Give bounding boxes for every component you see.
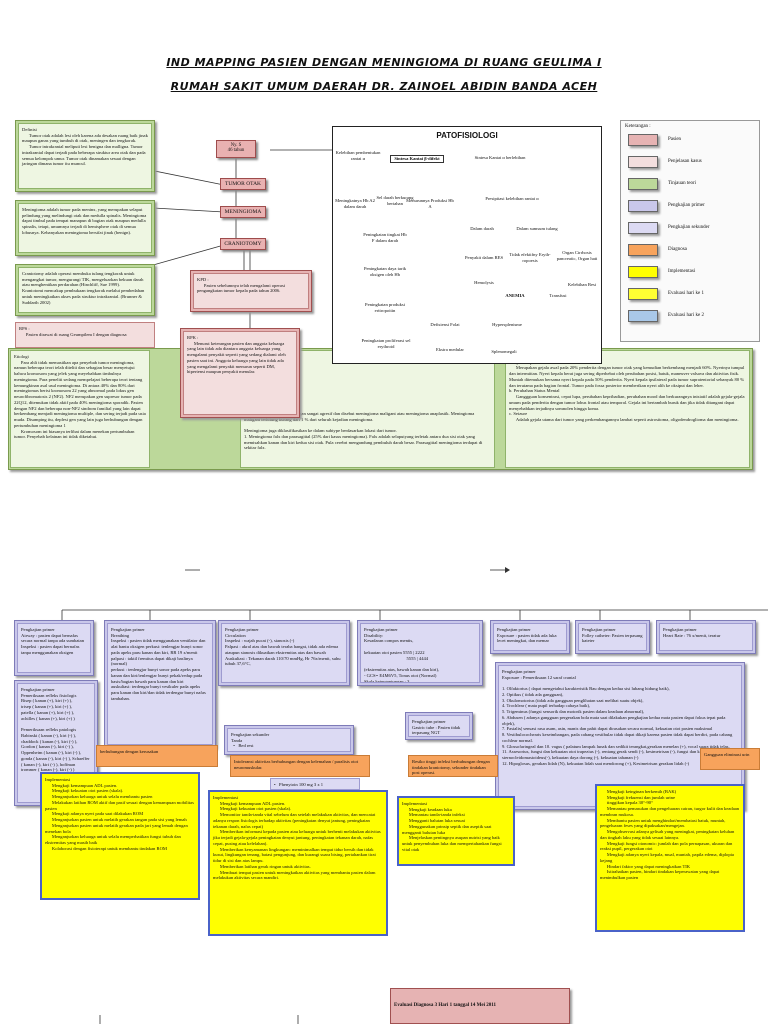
rpk-box: RPK : Menurut keterangan pasien dan angg… — [180, 328, 300, 418]
legend-label: Tinjauan teori — [668, 181, 697, 186]
legend-label: Pasien — [668, 137, 682, 142]
patho-sel-darah: Sel darah berkurang bertahan — [376, 195, 414, 206]
legend-title: Keterangan : — [625, 124, 651, 129]
patho-transfusi: Transfusi — [549, 293, 567, 298]
legend-label: Pengkajian sekunder — [668, 225, 710, 230]
patho-organ: Organ Cirrhosis pancreatic, Organ hati — [556, 250, 598, 261]
definisi-box: Definisi Tumor otak adalah lesi oleh kar… — [15, 120, 155, 192]
legend-label: Implementasi — [668, 269, 696, 274]
legend-label: Penjelasan kasus — [668, 159, 702, 164]
patho-hemolysis: Hemolysis — [474, 280, 494, 285]
sekunder-text: Pengkajian sekunder Tanda • Bed rest — [227, 728, 351, 752]
patho-ekstra: Ekstra medular — [436, 347, 464, 352]
meningioma-box: Meningioma adalah tumor pada meninx, yan… — [15, 200, 155, 256]
airway-text: Pengkajian primer Airway : pasien dapat … — [17, 623, 91, 673]
page-title-line2: RUMAH SAKIT UMUM DAERAH DR. ZAINOEL ABID… — [170, 80, 598, 93]
legend-label: Diagnosa — [668, 247, 687, 252]
legend-swatch — [628, 288, 658, 300]
patho-anemia: ANEMIA — [505, 293, 525, 298]
reflex-text: Pengkajian primer Pemeriksaan refleks fi… — [17, 683, 95, 803]
craniotomy-text: Craniotomy adalah operasi membuka tulang… — [18, 267, 152, 313]
legend-swatch — [628, 244, 658, 256]
heart-box: Pengkajian primer Heart Rate : 76 x/meni… — [656, 620, 756, 654]
kpd-box: KPD : Pasien sebelumnya telah mengalami … — [190, 270, 312, 312]
phenytoin-text: • Phenytoin 100 mg 3 x 1 — [270, 778, 360, 790]
craniotomy-node: CRANIOTOMY — [220, 238, 266, 250]
section-arrow — [185, 565, 186, 566]
diagnosis-b: Intoleransi aktivitas berhubungan dengan… — [230, 755, 370, 777]
patho-penyakit: Penyakit dalam RES — [464, 255, 504, 260]
legend-label: Evaluasi hari ke 1 — [668, 291, 704, 296]
legend-swatch — [628, 156, 658, 168]
legend-swatch — [628, 222, 658, 234]
definisi-text: Definisi Tumor otak adalah lesi oleh kar… — [18, 123, 152, 189]
etiologi-text: Etiologi Para ahli tidak memastikan apa … — [10, 350, 150, 468]
legend-label: Pengkajian primer — [668, 203, 705, 208]
pathophysiology-panel: PATOFISIOLOGI — [332, 126, 602, 364]
page-title-line1: IND MAPPING PASIEN DENGAN MENINGIOMA DI … — [166, 56, 602, 69]
airway-box: Pengkajian primer Airway : pasien dapat … — [14, 620, 94, 676]
circulation-text: Pengkajian primer Circulation Inspeksi :… — [221, 623, 347, 683]
patho-kelebihan-besi: Kelebihan Besi — [567, 282, 597, 287]
patho-hyper: Hypersplenisme — [492, 322, 522, 327]
legend-swatch — [628, 266, 658, 278]
breathing-text: Pengkajian primer Breathing Inspeksi : p… — [107, 623, 213, 745]
sekunder-box: Pengkajian sekunder Tanda • Bed rest — [224, 725, 354, 755]
diagnosis-a: berhubungan dengan kerusakan — [96, 745, 218, 767]
patho-peningkatan-hbf: Peningkatan tingkat Hb F dalam darah — [363, 232, 407, 243]
legend-label: Evaluasi hari ke 2 — [668, 313, 704, 318]
pathophysiology-title: PATOFISIOLOGI — [436, 131, 498, 140]
evaluation-title: Evaluasi Diagnosa 3 Hari 1 tanggal 14 Me… — [394, 1003, 496, 1009]
patho-sintesa: Sintesa Kantai β-difekt — [390, 155, 444, 163]
folley-box: Pengkajian primer Folley catheter: Pasie… — [575, 620, 650, 654]
patho-defisiensi: Defisiensi Folat — [430, 322, 460, 327]
diagnosis-d: Gangguan eliminasi urin — [700, 748, 760, 770]
patho-presipitasi: Presipitasi kelebihan rantai α — [485, 196, 539, 201]
implementasi-4: Mengkaji keinginan berkemih (BAK) Mengka… — [595, 784, 745, 932]
implementasi-3: Implementasi Mengkaji keadaan luka Meman… — [397, 796, 515, 866]
folley-text: Pengkajian primer Folley catheter: Pasie… — [578, 623, 647, 651]
exposure-text: Pengkajian primer Exposure : pasien tida… — [493, 623, 567, 651]
patho-menurunnya: Meningkatnya Hb A2 dalam darah — [335, 198, 375, 209]
evaluation-box: Evaluasi Diagnosa 3 Hari 1 tanggal 14 Me… — [390, 988, 570, 1024]
patho-peningkatan-produksi: Peningkatan produksi eritropoitin — [365, 302, 405, 313]
patho-produksi: Menurunnya Produksi Hb A — [406, 198, 454, 209]
disability-text: Pengkajian primer Disability: Kesadaran … — [360, 623, 480, 683]
legend-swatch — [628, 178, 658, 190]
patho-tidak-efektif: Tidak efektifny Eryth-ropoesis — [509, 252, 551, 263]
rps-box: RPS : Pasien dirawat di ruang Geumpilem … — [15, 322, 155, 348]
patho-splenomegali: Splenomegali — [491, 349, 517, 354]
exposure-box: Pengkajian primer Exposure : pasien tida… — [490, 620, 570, 654]
patient-node: Ny. S 46 tahun — [216, 140, 256, 158]
meningioma-text: Meningioma adalah tumor pada meninx, yan… — [18, 203, 152, 253]
implementasi-1: Implementasi Mengkaji kemampuan ADL pasi… — [40, 772, 200, 900]
patho-dalam-sumsum: Dalam sumsum tulang — [516, 226, 558, 231]
gastric-box: Pengkajian primer Gastric tube : Pasien … — [405, 712, 473, 740]
legend-swatch — [628, 310, 658, 322]
patho-dalam-darah: Dalam darah — [470, 226, 494, 231]
manifestasi-text: Manifestasi klinis a. Nyeri Kepala Merup… — [505, 350, 750, 468]
implementasi-2: Implementasi Mengkaji kemampuan ADL pasi… — [208, 790, 388, 936]
diagnosis-c: Resiko tinggi infeksi berhubungan dengan… — [408, 755, 498, 777]
heart-text: Pengkajian primer Heart Rate : 76 x/meni… — [659, 623, 753, 651]
legend-swatch — [628, 134, 658, 146]
rpk-text: RPK : Menurut keterangan pasien dan angg… — [183, 331, 297, 415]
patho-sintesa-berlebih: Sintesa Kantai α berlebihan — [474, 155, 526, 160]
kpd-text: KPD : Pasien sebelumnya telah mengalami … — [193, 273, 309, 309]
saraf-text: Pengkajian primer Exposure : Pemeriksaan… — [498, 665, 742, 807]
patho-kelebihan: Kelebihan pembentukan rantai α — [335, 150, 381, 161]
circulation-box: Pengkajian primer Circulation Inspeksi :… — [218, 620, 350, 686]
tumor-node: TUMOR OTAK — [220, 178, 266, 190]
legend-swatch — [628, 200, 658, 212]
disability-box: Pengkajian primer Disability: Kesadaran … — [357, 620, 483, 686]
craniotomy-box: Craniotomy adalah operasi membuka tulang… — [15, 264, 155, 316]
patho-peningkatan-prolif: Peningkatan proliferasi sel erythroid — [361, 338, 411, 349]
patho-peningkatan-daya: Peningkatan daya tarik oksigen oleh Hb — [363, 266, 407, 277]
breathing-box: Pengkajian primer Breathing Inspeksi : p… — [104, 620, 216, 748]
meningioma-node: MENINGIOMA — [220, 206, 266, 218]
gastric-text: Pengkajian primer Gastric tube : Pasien … — [408, 715, 470, 737]
